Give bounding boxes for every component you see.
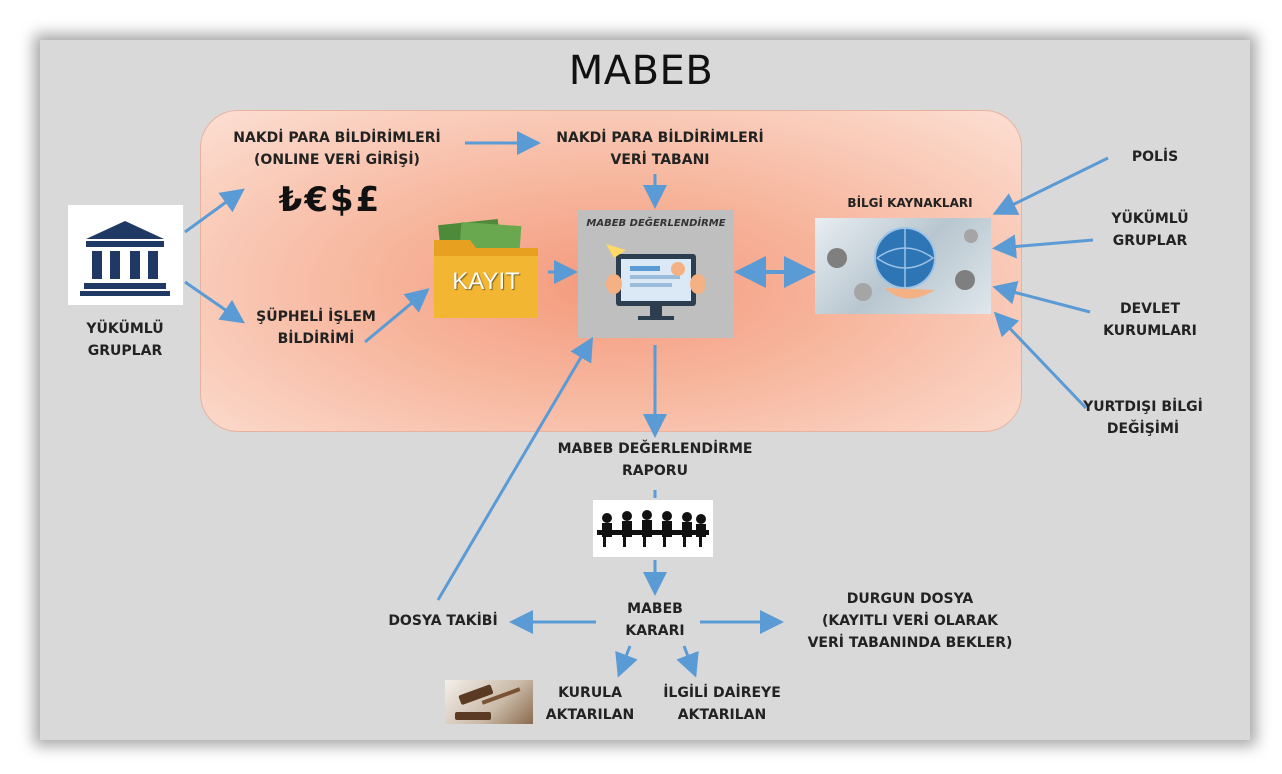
monitor-icon <box>606 244 706 320</box>
file-tracking-label: DOSYA TAKİBİ <box>388 613 498 629</box>
dormant-file-label: DURGUN DOSYA (KAYITLI VERİ OLARAK VERİ T… <box>807 591 1013 651</box>
globe-icon <box>815 218 991 314</box>
arrow-bank-to-cash <box>184 188 245 234</box>
state-institutions-label: DEVLET KURUMLARI <box>1103 301 1197 339</box>
decision-label: MABEB KARARI <box>625 601 685 639</box>
arrow-decision-to-board <box>615 645 638 678</box>
evaluation-panel: MABEB DEĞERLENDİRME <box>578 210 734 338</box>
obliged-groups-left-label: YÜKÜMLÜ GRUPLAR <box>86 321 164 359</box>
arrow-police-to-info <box>992 156 1109 215</box>
folder-icon: KAYIT <box>430 218 542 322</box>
bank-icon <box>68 205 183 305</box>
arrow-bank-to-suspicious <box>184 280 245 324</box>
arrow-suspicious-to-folder <box>364 288 430 344</box>
gavel-icon <box>445 680 533 724</box>
arrow-decision-to-department <box>676 645 699 678</box>
obliged-groups-right-label: YÜKÜMLÜ GRUPLAR <box>1111 211 1189 249</box>
suspicious-transaction-label: ŞÜPHELİ İŞLEM BİLDİRİMİ <box>256 309 376 347</box>
to-board-label: KURULA AKTARILAN <box>545 685 635 723</box>
cash-declarations-label: NAKDİ PARA BİLDİRİMLERİ (ONLINE VERİ GİR… <box>233 130 441 168</box>
cash-database-label: NAKDİ PARA BİLDİRİMLERİ VERİ TABANI <box>556 130 764 168</box>
registry-label: KAYIT <box>452 268 520 295</box>
evaluation-panel-title: MABEB DEĞERLENDİRME <box>586 218 726 229</box>
diagram-title: MABEB <box>568 48 714 94</box>
foreign-exchange-label: YURTDIŞI BİLGİ DEĞİŞİMİ <box>1083 399 1203 437</box>
arrow-foreign-to-info <box>993 311 1088 410</box>
currency-symbols: ₺€$£ <box>278 180 382 220</box>
police-label: POLİS <box>1131 149 1179 165</box>
meeting-icon <box>593 500 713 557</box>
arrow-state-to-info <box>992 280 1091 314</box>
info-sources-label: BİLGİ KAYNAKLARI <box>847 196 973 210</box>
arrow-tracking-to-evaluation <box>436 336 594 601</box>
to-department-label: İLGİLİ DAİREYE AKTARILAN <box>663 685 781 723</box>
evaluation-report-label: MABEB DEĞERLENDİRME RAPORU <box>557 441 753 479</box>
arrow-obliged-to-info <box>992 234 1094 259</box>
